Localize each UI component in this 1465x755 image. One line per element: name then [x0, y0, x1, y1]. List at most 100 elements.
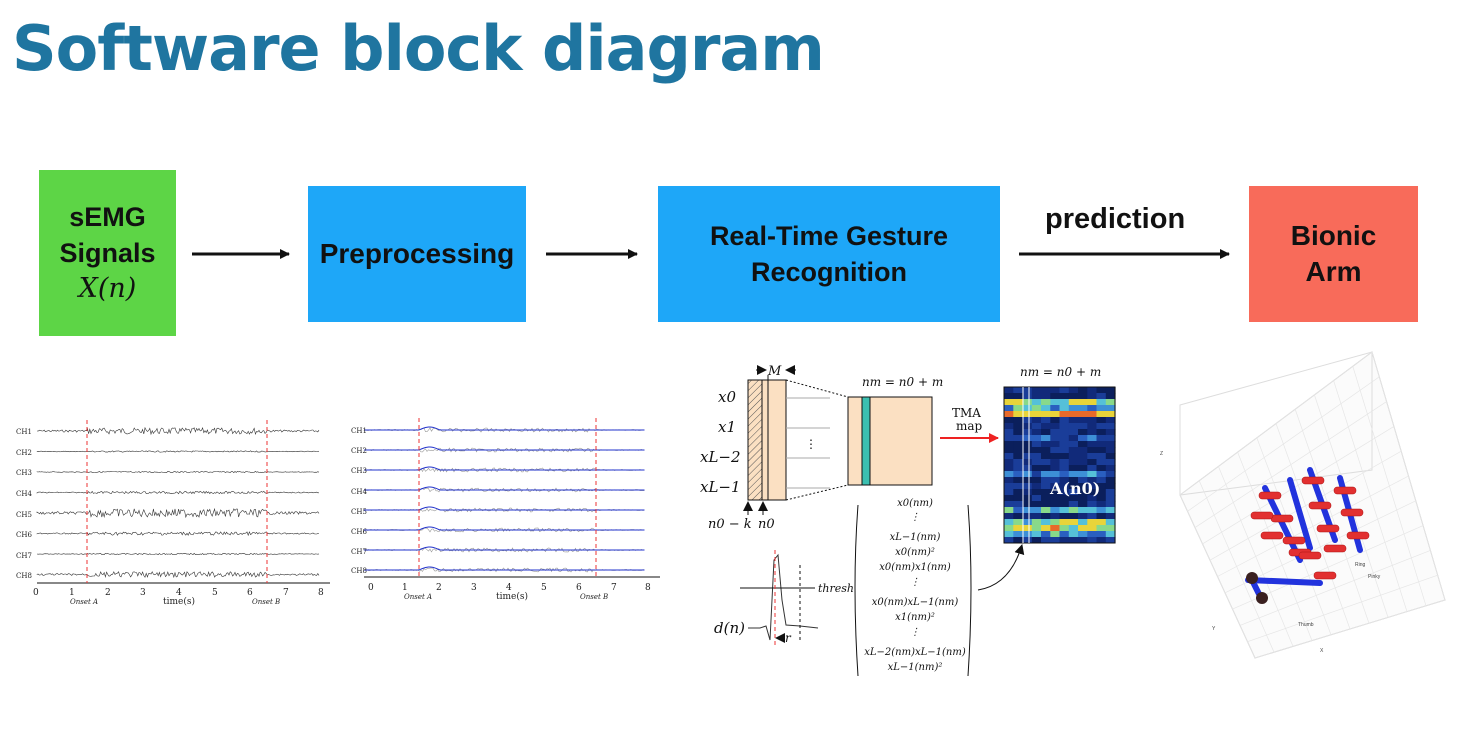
heatmap-cell	[1096, 423, 1107, 430]
heatmap-cell	[1013, 387, 1024, 394]
filt-label-ch8: CH8	[351, 567, 367, 575]
heatmap-cell	[1004, 405, 1014, 412]
heatmap-cell	[1078, 519, 1088, 526]
heatmap-cell	[1059, 471, 1070, 478]
raw-trace	[36, 507, 320, 519]
heatmap-cell	[1004, 447, 1014, 454]
heatmap-cell	[1022, 507, 1033, 514]
vector-entry: x0(nm)²	[895, 547, 935, 558]
heatmap-cell	[1059, 423, 1070, 430]
heatmap-cell	[1105, 435, 1116, 442]
heatmap-cell	[1004, 501, 1014, 508]
heatmap-cell	[1078, 489, 1088, 496]
semg-line2: Signals	[59, 238, 156, 268]
filtered-trace	[364, 566, 645, 571]
filtered-trace	[364, 426, 645, 431]
heatmap-cell	[1068, 501, 1079, 508]
heatmap-cell	[1078, 417, 1088, 424]
heatmap-cell	[1105, 447, 1116, 454]
heatmap-cell	[1031, 453, 1042, 460]
heatmap-cell	[1068, 507, 1079, 514]
heatmap-cell	[1050, 525, 1061, 532]
heatmap-cell	[1068, 399, 1079, 406]
heatmap-cell	[1068, 483, 1079, 490]
heatmap-cell	[1022, 501, 1033, 508]
heatmap-cell	[1087, 489, 1098, 496]
heatmap-cell	[1004, 477, 1014, 484]
vector-entry: ⋮	[910, 512, 920, 523]
heatmap-cell	[1096, 507, 1107, 514]
filt-onset-b: Onset B	[580, 593, 608, 601]
heatmap-cell	[1078, 459, 1088, 466]
raw-label-ch6: CH6	[16, 531, 32, 539]
heatmap-cell	[1031, 489, 1042, 496]
heatmap-cell	[1050, 495, 1061, 502]
heatmap-cell	[1087, 471, 1098, 478]
heatmap-cell	[1031, 411, 1042, 418]
raw-onset-b: Onset B	[252, 598, 280, 606]
heatmap-cell	[1013, 531, 1024, 538]
heatmap-cell	[1031, 429, 1042, 436]
heatmap-cell	[1050, 441, 1061, 448]
filt-label-ch2: CH2	[351, 447, 367, 455]
heatmap-cell	[1031, 495, 1042, 502]
heatmap-cell	[1105, 507, 1116, 514]
heatmap-cell	[1105, 471, 1116, 478]
heatmap-cell	[1096, 471, 1107, 478]
heatmap-cell	[1004, 513, 1014, 520]
heatmap-cell	[1068, 477, 1079, 484]
heatmap-cell	[1041, 501, 1051, 508]
heatmap-cell	[1059, 519, 1070, 526]
tma-n0k: n0 − k	[708, 517, 752, 532]
heatmap-cell	[1059, 495, 1070, 502]
heatmap-cell	[1068, 531, 1079, 538]
heatmap-cell	[1050, 423, 1061, 430]
filt-tick-6: 6	[576, 583, 582, 593]
heatmap-cell	[1004, 399, 1014, 406]
arm-label-z: Z	[1160, 451, 1163, 457]
heatmap-cell	[1041, 531, 1051, 538]
heatmap-cell	[1013, 393, 1024, 400]
raw-trace	[36, 450, 320, 453]
heatmap-cell	[1078, 453, 1088, 460]
heatmap-cell	[1013, 537, 1024, 544]
heatmap-cell	[1041, 495, 1051, 502]
vector-entry: x0(nm)	[897, 498, 933, 509]
heatmap-cell	[1022, 429, 1033, 436]
heatmap-cell	[1087, 519, 1098, 526]
arm-link	[1287, 477, 1313, 551]
heatmap-cell	[1031, 501, 1042, 508]
heatmap-cell	[1041, 387, 1051, 394]
raw-trace	[36, 426, 320, 436]
heatmap-cell	[1087, 387, 1098, 394]
heatmap-cell	[1059, 387, 1070, 394]
heatmap-cell	[1041, 489, 1051, 496]
heatmap-cell	[1004, 387, 1014, 394]
tma-figure: M x0 x1 xL−2 xL−1 ⋮ n0 − k n0 nm = n0 + …	[700, 364, 1116, 677]
heatmap-cell	[1105, 525, 1116, 532]
filt-label-ch4: CH4	[351, 488, 367, 496]
filtered-trace	[364, 546, 645, 551]
arm-joint	[1270, 514, 1294, 523]
filtered-trace	[364, 446, 645, 451]
filt-tick-4: 4	[506, 583, 512, 593]
heatmap-cell	[1022, 423, 1033, 430]
svg-text:⋮: ⋮	[805, 437, 817, 451]
arm-joint	[1340, 508, 1364, 517]
heatmap-cell	[1022, 447, 1033, 454]
heatmap-cell	[1004, 429, 1014, 436]
heatmap-cell	[1004, 489, 1014, 496]
raw-tick-6: 6	[247, 588, 253, 598]
heatmap-cell	[1050, 489, 1061, 496]
heatmap-cell	[1087, 405, 1098, 412]
filt-xlabel: time(s)	[496, 591, 528, 602]
heatmap-cell	[1041, 399, 1051, 406]
heatmap-cell	[1022, 465, 1033, 472]
heatmap-cell	[1105, 459, 1116, 466]
filtered-trace	[364, 466, 645, 471]
vector-entry: xL−1(nm)²	[888, 662, 943, 673]
arm-link	[1245, 577, 1323, 586]
heatmap-cell	[1004, 441, 1014, 448]
arm-label-y: Y	[1212, 626, 1216, 632]
